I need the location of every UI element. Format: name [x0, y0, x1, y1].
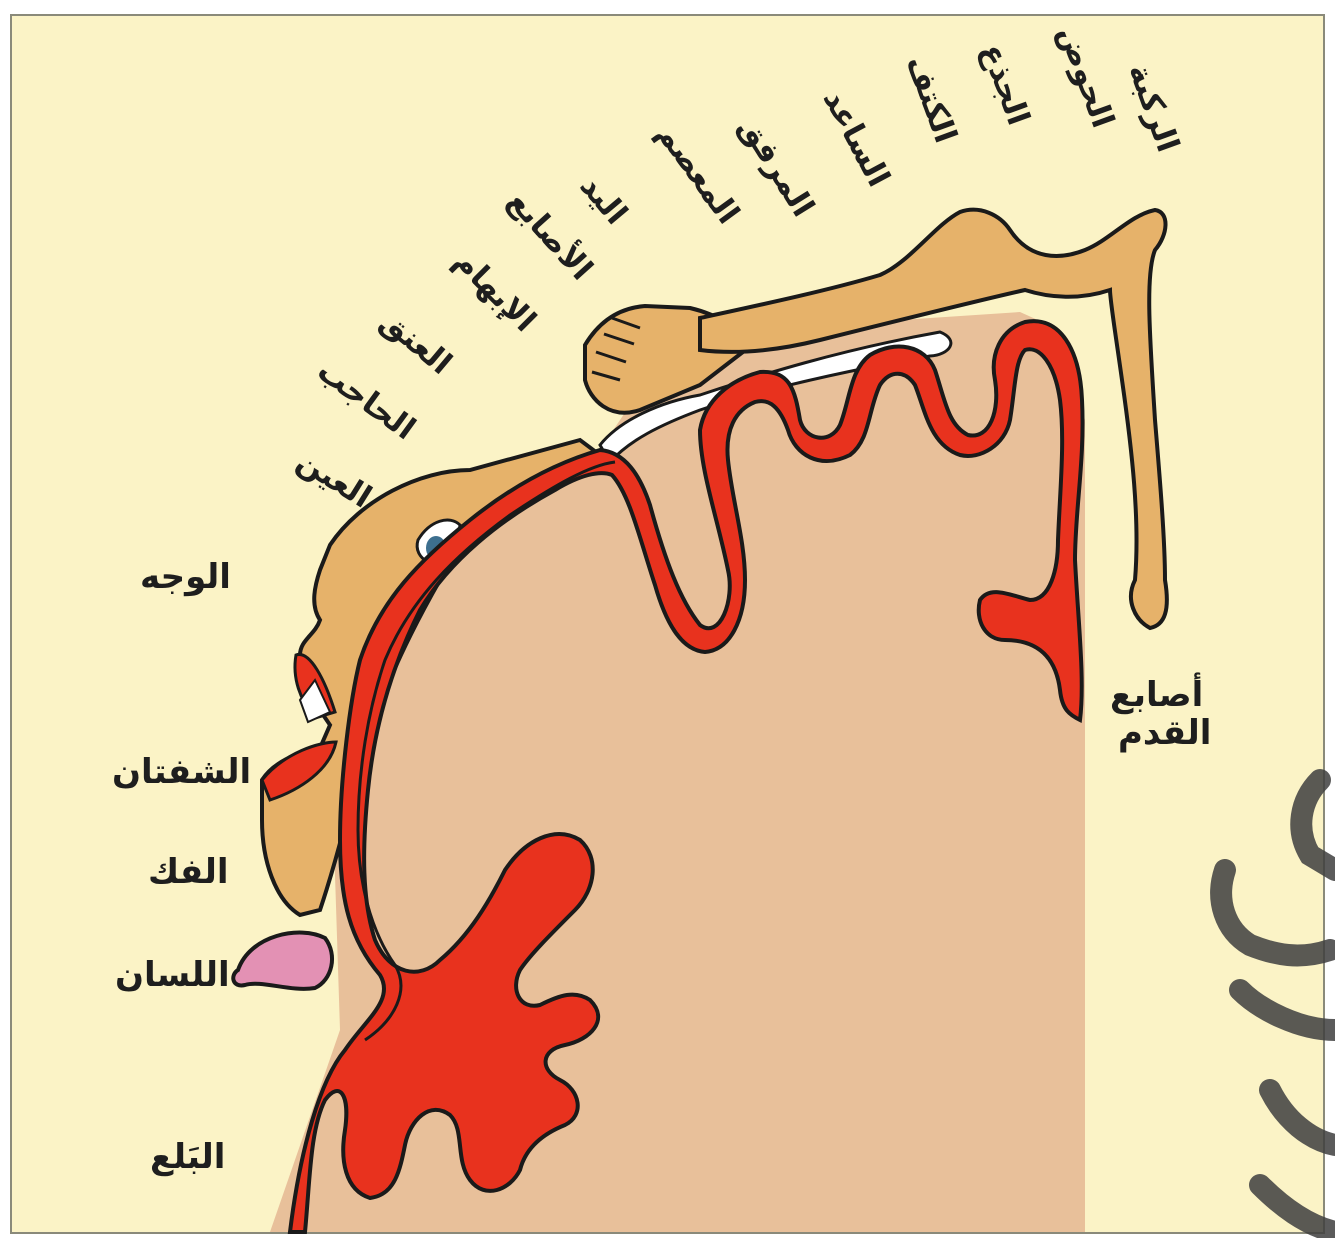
label-toes-line1: أصابع: [1110, 678, 1203, 712]
label-toes-line2: القدم: [1118, 716, 1211, 750]
label-lips: الشفتان: [112, 755, 251, 789]
label-face: الوجه: [140, 560, 231, 594]
label-tongue: اللسان: [115, 958, 230, 992]
label-swallowing: البَلع: [150, 1140, 225, 1174]
tongue-shape: [233, 933, 332, 989]
label-jaw: الفك: [148, 855, 229, 889]
watermark: [1221, 780, 1335, 1232]
